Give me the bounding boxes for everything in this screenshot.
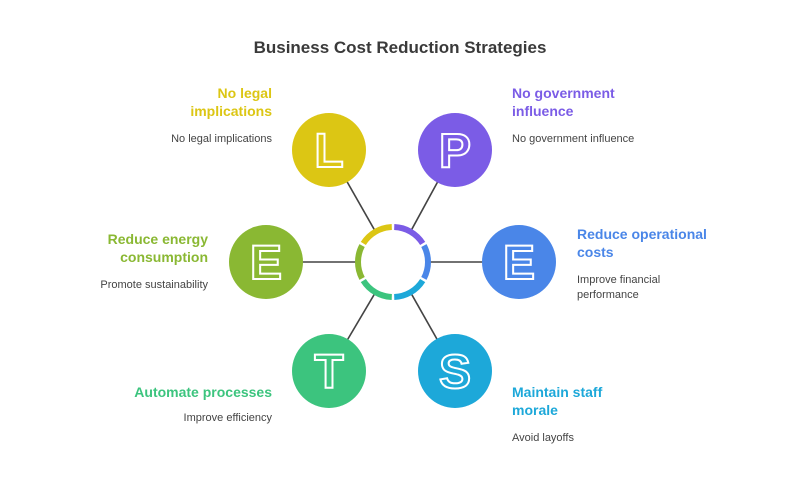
item-description: Improve efficiency bbox=[183, 412, 272, 424]
letter-circle bbox=[418, 113, 492, 187]
letter-glyph: E bbox=[503, 237, 535, 290]
item-legal: No legal implications No legal implicati… bbox=[82, 84, 272, 147]
item-description: Avoid layoffs bbox=[512, 432, 574, 444]
ring-segment bbox=[393, 278, 426, 300]
item-heading: Reduce operational costs bbox=[577, 226, 707, 260]
item-heading: Reduce energy consumption bbox=[107, 231, 208, 265]
item-heading: Automate processes bbox=[134, 384, 272, 400]
ring-segment bbox=[421, 244, 431, 280]
letter-glyph: P bbox=[439, 125, 471, 178]
item-description: Promote sustainability bbox=[100, 279, 208, 291]
item-social: Maintain staff morale Avoid layoffs bbox=[512, 383, 702, 446]
letter-circle bbox=[229, 225, 303, 299]
item-description: Improve financial performance bbox=[577, 274, 661, 301]
ring-segment bbox=[355, 244, 365, 280]
item-description: No legal implications bbox=[171, 133, 272, 145]
item-economic: Reduce operational costs Improve financi… bbox=[577, 225, 727, 303]
item-heading: No government influence bbox=[512, 85, 615, 119]
letter-glyph: L bbox=[314, 125, 343, 178]
letter-glyph: E bbox=[250, 237, 282, 290]
ring-segment bbox=[360, 224, 393, 246]
diagram-title: Business Cost Reduction Strategies bbox=[253, 38, 547, 57]
item-heading: Maintain staff morale bbox=[512, 384, 603, 418]
item-heading: No legal implications bbox=[190, 85, 272, 119]
letter-circle bbox=[292, 334, 366, 408]
ring-segment bbox=[393, 224, 426, 246]
letter-circle bbox=[482, 225, 556, 299]
item-technological: Automate processes Improve efficiency bbox=[82, 383, 272, 426]
letter-circle bbox=[418, 334, 492, 408]
ring-segment bbox=[360, 278, 393, 300]
item-description: No government influence bbox=[512, 133, 635, 145]
item-political: No government influence No government in… bbox=[512, 84, 702, 147]
letter-glyph: S bbox=[439, 346, 471, 399]
letter-glyph: T bbox=[314, 346, 343, 399]
letter-circle bbox=[292, 113, 366, 187]
item-environmental: Reduce energy consumption Promote sustai… bbox=[38, 230, 208, 293]
